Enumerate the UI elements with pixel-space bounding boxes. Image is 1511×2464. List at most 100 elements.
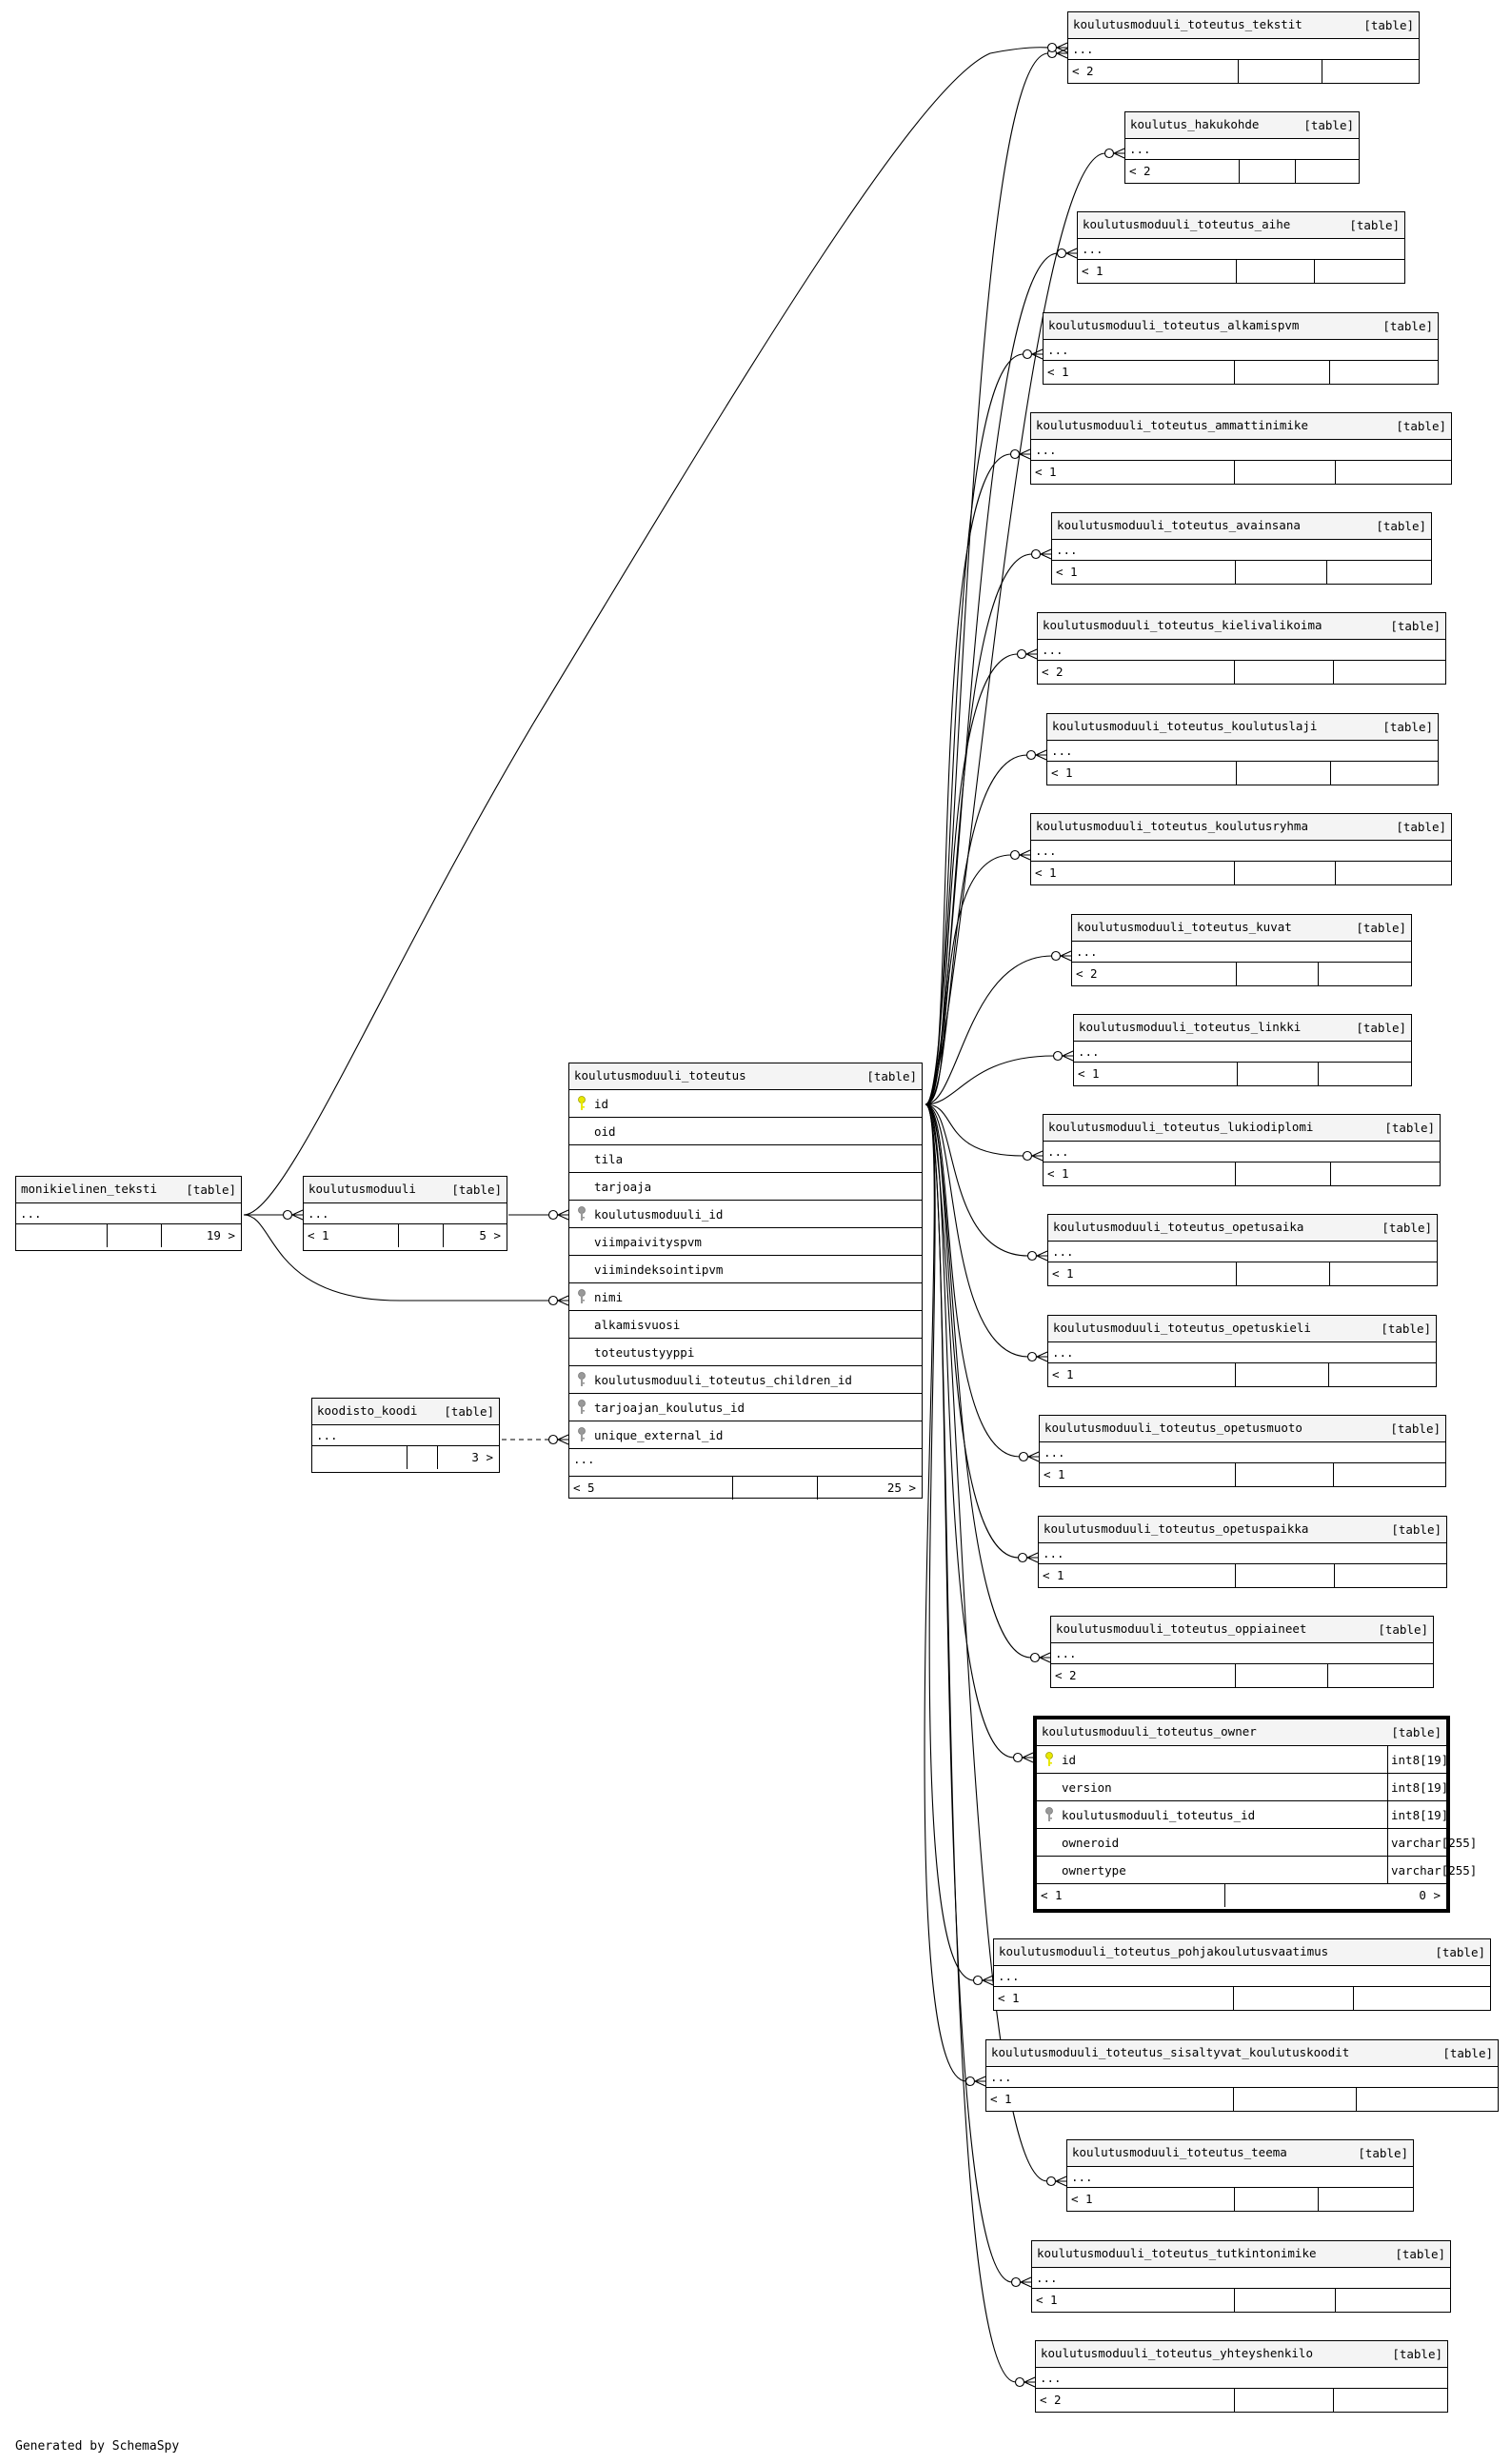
table-oppiaineet[interactable]: koulutusmoduuli_toteutus_oppiaineet[tabl… (1050, 1616, 1434, 1688)
more-columns[interactable]: ... (16, 1203, 241, 1224)
parent-count[interactable]: < 1 (1052, 1367, 1074, 1381)
child-count[interactable]: 25 > (886, 1480, 916, 1495)
table-monikielinen[interactable]: monikielinen_teksti[table]...19 > (15, 1176, 242, 1251)
parent-count[interactable]: < 1 (1071, 2192, 1093, 2206)
table-name[interactable]: koulutusmoduuli_toteutus_opetuspaikka (1044, 1521, 1309, 1536)
table-name[interactable]: koulutusmoduuli_toteutus_koulutuslaji (1052, 719, 1318, 733)
more-columns[interactable]: ... (1051, 1643, 1433, 1664)
more-columns[interactable]: ... (994, 1966, 1490, 1987)
more-columns[interactable]: ... (569, 1449, 922, 1477)
table-name[interactable]: koulutusmoduuli_toteutus_linkki (1079, 1020, 1302, 1034)
table-sisaltyvat[interactable]: koulutusmoduuli_toteutus_sisaltyvat_koul… (985, 2039, 1499, 2112)
column-row[interactable]: tarjoajan_koulutus_id (569, 1394, 922, 1421)
table-name[interactable]: koulutusmoduuli_toteutus_pohjakoulutusva… (999, 1944, 1329, 1958)
parent-count[interactable]: < 2 (1055, 1668, 1077, 1682)
table-name[interactable]: koodisto_koodi (317, 1403, 418, 1418)
table-name[interactable]: koulutusmoduuli_toteutus_sisaltyvat_koul… (991, 2045, 1350, 2059)
table-koodisto[interactable]: koodisto_koodi[table]...3 > (311, 1398, 500, 1473)
table-name[interactable]: koulutusmoduuli_toteutus_kielivalikoima (1043, 618, 1322, 632)
more-columns[interactable]: ... (1036, 2368, 1447, 2389)
table-linkki[interactable]: koulutusmoduuli_toteutus_linkki[table]..… (1073, 1014, 1412, 1086)
parent-count[interactable]: < 1 (1052, 1266, 1074, 1281)
more-columns[interactable]: ... (1125, 139, 1359, 160)
column-row[interactable]: viimindeksointipvm (569, 1256, 922, 1283)
parent-count[interactable]: < 1 (1051, 765, 1073, 780)
table-name[interactable]: koulutusmoduuli_toteutus_ammattinimike (1036, 418, 1308, 432)
table-teema[interactable]: koulutusmoduuli_toteutus_teema[table]...… (1066, 2139, 1414, 2212)
more-columns[interactable]: ... (1067, 2167, 1413, 2188)
parent-count[interactable]: < 1 (1047, 1166, 1069, 1181)
more-columns[interactable]: ... (1072, 942, 1411, 963)
parent-count[interactable]: < 2 (1040, 2393, 1062, 2407)
table-name[interactable]: koulutusmoduuli_toteutus_kuvat (1077, 920, 1292, 934)
column-row[interactable]: koulutusmoduuli_toteutus_children_id (569, 1366, 922, 1394)
table-kielivalikoima[interactable]: koulutusmoduuli_toteutus_kielivalikoima[… (1037, 612, 1446, 685)
parent-count[interactable]: < 1 (990, 2092, 1012, 2106)
parent-count[interactable]: < 1 (1047, 365, 1069, 379)
table-kuvat[interactable]: koulutusmoduuli_toteutus_kuvat[table]...… (1071, 914, 1412, 986)
table-hakukohde[interactable]: koulutus_hakukohde[table]...< 2 (1124, 111, 1360, 184)
parent-count[interactable]: < 2 (1072, 64, 1094, 78)
table-name[interactable]: koulutusmoduuli_toteutus_oppiaineet (1056, 1621, 1307, 1636)
table-name[interactable]: koulutus_hakukohde (1130, 117, 1260, 131)
table-name[interactable]: monikielinen_teksti (21, 1182, 157, 1196)
parent-count[interactable]: < 2 (1129, 164, 1151, 178)
more-columns[interactable]: ... (1068, 39, 1419, 60)
table-tekstit[interactable]: koulutusmoduuli_toteutus_tekstit[table].… (1067, 11, 1420, 84)
more-columns[interactable]: ... (1040, 1442, 1445, 1463)
child-count[interactable]: 3 > (471, 1450, 493, 1464)
more-columns[interactable]: ... (1044, 1142, 1440, 1162)
column-row[interactable]: nimi (569, 1283, 922, 1311)
table-lukiodiplomi[interactable]: koulutusmoduuli_toteutus_lukiodiplomi[ta… (1043, 1114, 1441, 1186)
more-columns[interactable]: ... (1047, 741, 1438, 762)
table-name[interactable]: koulutusmoduuli_toteutus_avainsana (1057, 518, 1301, 532)
more-columns[interactable]: ... (1044, 340, 1438, 361)
table-opetuskieli[interactable]: koulutusmoduuli_toteutus_opetuskieli[tab… (1047, 1315, 1437, 1387)
table-name[interactable]: koulutusmoduuli_toteutus_owner (1042, 1724, 1257, 1739)
table-pohja[interactable]: koulutusmoduuli_toteutus_pohjakoulutusva… (993, 1938, 1491, 2011)
table-name[interactable]: koulutusmoduuli_toteutus_koulutusryhma (1036, 819, 1308, 833)
more-columns[interactable]: ... (1038, 640, 1445, 661)
parent-count[interactable]: < 1 (1044, 1467, 1065, 1481)
more-columns[interactable]: ... (1052, 540, 1431, 561)
table-name[interactable]: koulutusmoduuli_toteutus_tekstit (1073, 17, 1302, 31)
more-columns[interactable]: ... (1048, 1242, 1437, 1262)
table-name[interactable]: koulutusmoduuli_toteutus_opetuskieli (1053, 1321, 1311, 1335)
table-aihe[interactable]: koulutusmoduuli_toteutus_aihe[table]...<… (1077, 211, 1405, 284)
column-row[interactable]: toteutustyyppi (569, 1339, 922, 1366)
parent-count[interactable]: < 1 (998, 1991, 1020, 2005)
table-name[interactable]: koulutusmoduuli_toteutus_aihe (1083, 217, 1291, 231)
parent-count[interactable]: < 1 (1036, 2293, 1058, 2307)
child-count[interactable]: 19 > (206, 1228, 235, 1242)
parent-count[interactable]: < 2 (1042, 665, 1064, 679)
table-name[interactable]: koulutusmoduuli_toteutus_lukiodiplomi (1048, 1120, 1314, 1134)
parent-count[interactable]: < 1 (1035, 465, 1057, 479)
parent-count[interactable]: < 1 (1078, 1066, 1100, 1081)
table-name[interactable]: koulutusmoduuli_toteutus_yhteyshenkilo (1041, 2346, 1313, 2360)
table-avainsana[interactable]: koulutusmoduuli_toteutus_avainsana[table… (1051, 512, 1432, 585)
parent-count[interactable]: < 1 (1043, 1568, 1064, 1582)
table-koulutusryhma[interactable]: koulutusmoduuli_toteutus_koulutusryhma[t… (1030, 813, 1452, 885)
more-columns[interactable]: ... (1048, 1342, 1436, 1363)
more-columns[interactable]: ... (1039, 1543, 1446, 1564)
column-row[interactable]: tarjoaja (569, 1173, 922, 1201)
more-columns[interactable]: ... (1032, 2268, 1450, 2289)
table-koulutuslaji[interactable]: koulutusmoduuli_toteutus_koulutuslaji[ta… (1046, 713, 1439, 785)
more-columns[interactable]: ... (312, 1425, 499, 1446)
parent-count[interactable]: < 1 (1041, 1888, 1063, 1902)
table-name[interactable]: koulutusmoduuli_toteutus_tutkintonimike (1037, 2246, 1317, 2260)
column-row[interactable]: viimpaivityspvm (569, 1228, 922, 1256)
more-columns[interactable]: ... (1078, 239, 1404, 260)
parent-count[interactable]: < 1 (1035, 865, 1057, 880)
more-columns[interactable]: ... (304, 1203, 507, 1224)
parent-count[interactable]: < 1 (308, 1228, 329, 1242)
more-columns[interactable]: ... (1031, 440, 1451, 461)
column-row[interactable]: id (569, 1090, 922, 1118)
table-tutkintonimike[interactable]: koulutusmoduuli_toteutus_tutkintonimike[… (1031, 2240, 1451, 2313)
